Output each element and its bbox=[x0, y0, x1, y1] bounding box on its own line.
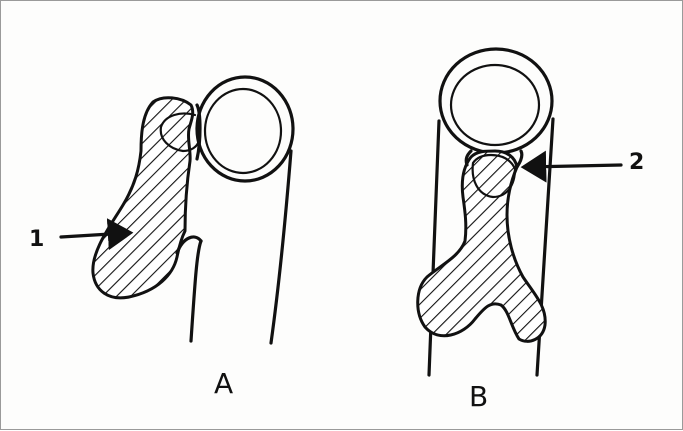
marker-label-1: 1 bbox=[29, 227, 44, 252]
shaft-a-right bbox=[271, 151, 291, 343]
panel-label-b: B bbox=[469, 380, 488, 413]
shaft-b-left bbox=[429, 121, 439, 375]
panel-b: B bbox=[418, 49, 553, 413]
marker-label-2: 2 bbox=[629, 150, 644, 175]
panel-label-a: A bbox=[214, 367, 233, 400]
round-head-b bbox=[440, 49, 552, 153]
arrow-2: 2 bbox=[527, 150, 644, 175]
shaft-a-left bbox=[191, 241, 201, 341]
round-head-a bbox=[197, 77, 293, 181]
hatched-fragment-a bbox=[93, 98, 193, 298]
panel-a: A bbox=[93, 77, 293, 400]
